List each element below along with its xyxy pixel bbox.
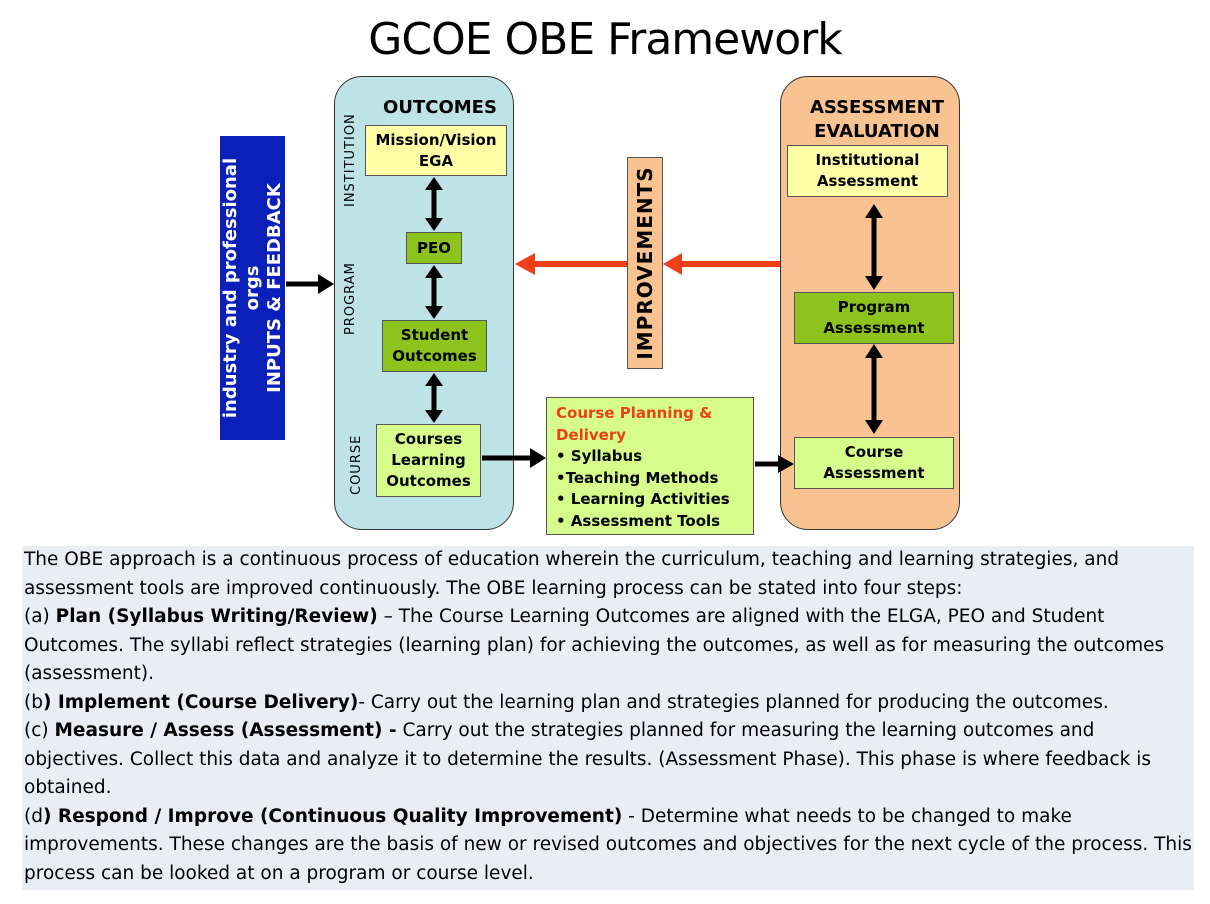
step-measure: (c) Measure / Assess (Assessment) - Carr…: [24, 717, 1192, 803]
course-assessment-line1: Course: [844, 443, 904, 461]
institutional-line1: Institutional: [815, 151, 920, 169]
mission-vision-box: Mission/Vision EGA: [365, 125, 507, 176]
course-assessment-box: Course Assessment: [794, 437, 954, 489]
course-assessment-line2: Assessment: [823, 464, 925, 482]
step-prefix: (a): [24, 606, 56, 627]
assessment-heading-line2: EVALUATION: [814, 121, 940, 142]
institutional-assessment-box: Institutional Assessment: [787, 145, 948, 197]
mission-peo-double-arrow: [425, 177, 443, 231]
course-learning-outcomes-box: Courses Learning Outcomes: [376, 424, 481, 497]
program-assessment-line2: Assessment: [823, 319, 925, 337]
step-text: - Carry out the learning plan and strate…: [358, 691, 1109, 713]
improvement-arrow-left: [515, 253, 627, 275]
step-prefix: (b: [24, 691, 43, 713]
step-plan: (a) Plan (Syllabus Writing/Review) – The…: [24, 603, 1192, 689]
step-heading: ) Implement (Course Delivery): [42, 691, 359, 713]
student-clo-double-arrow: [425, 373, 443, 423]
student-line2: Outcomes: [392, 347, 477, 365]
course-planning-title-line1: Course Planning &: [556, 404, 713, 422]
assessment-heading: ASSESSMENT EVALUATION: [790, 96, 964, 144]
step-heading: Plan (Syllabus Writing/Review): [55, 606, 378, 627]
clo-line1: Courses: [394, 430, 463, 448]
step-text: – The Course Learning Outcomes are align…: [24, 606, 1165, 684]
step-text: Carry out the strategies planned for mea…: [24, 720, 1151, 798]
peo-box: PEO: [406, 232, 462, 264]
description-block: The OBE approach is a continuous process…: [22, 546, 1194, 890]
clo-line2: Learning: [391, 451, 466, 469]
page-title: GCOE OBE Framework: [368, 14, 842, 65]
improvements-box: IMPROVEMENTS: [627, 157, 663, 369]
step-prefix: (d: [24, 805, 43, 827]
improvement-arrow-right: [663, 253, 780, 275]
program-assessment-box: Program Assessment: [794, 292, 954, 344]
course-planning-title-line2: Delivery: [556, 425, 627, 444]
step-text: - Determine what needs to be changed to …: [24, 805, 1192, 884]
peo-student-double-arrow: [425, 265, 443, 319]
inputs-feedback-box: industry and professional orgs INPUTS & …: [220, 136, 285, 440]
planning-item-activities: • Learning Activities: [556, 490, 730, 508]
program-course-double-arrow: [865, 344, 883, 434]
inputs-arrow: [286, 274, 334, 294]
planning-item-tools: • Assessment Tools: [556, 511, 721, 530]
outcomes-heading: OUTCOMES: [383, 97, 497, 118]
mission-line2: EGA: [418, 151, 454, 170]
institutional-program-double-arrow: [865, 204, 883, 290]
institutional-line2: Assessment: [816, 172, 919, 190]
student-outcomes-box: Student Outcomes: [382, 320, 487, 372]
program-assessment-line1: Program: [837, 298, 911, 316]
step-heading: ) Respond / Improve (Continuous Quality …: [42, 805, 623, 827]
student-line1: Student: [400, 326, 469, 344]
clo-to-planning-arrow: [482, 448, 546, 468]
planning-to-assessment-arrow: [755, 455, 794, 473]
description-intro: The OBE approach is a continuous process…: [24, 549, 1120, 599]
clo-line3: Outcomes: [386, 472, 471, 490]
step-heading: Measure / Assess (Assessment) -: [54, 720, 397, 741]
step-prefix: (c): [24, 720, 55, 741]
mission-line1: Mission/Vision: [375, 130, 497, 149]
step-implement: (b) Implement (Course Delivery)- Carry o…: [24, 689, 1192, 718]
course-planning-box: Course Planning & Delivery • Syllabus •T…: [546, 397, 754, 535]
planning-item-syllabus: • Syllabus: [556, 447, 643, 465]
step-respond: (d) Respond / Improve (Continuous Qualit…: [24, 803, 1192, 889]
planning-item-teaching: •Teaching Methods: [556, 468, 719, 487]
assessment-heading-line1: ASSESSMENT: [809, 97, 944, 118]
